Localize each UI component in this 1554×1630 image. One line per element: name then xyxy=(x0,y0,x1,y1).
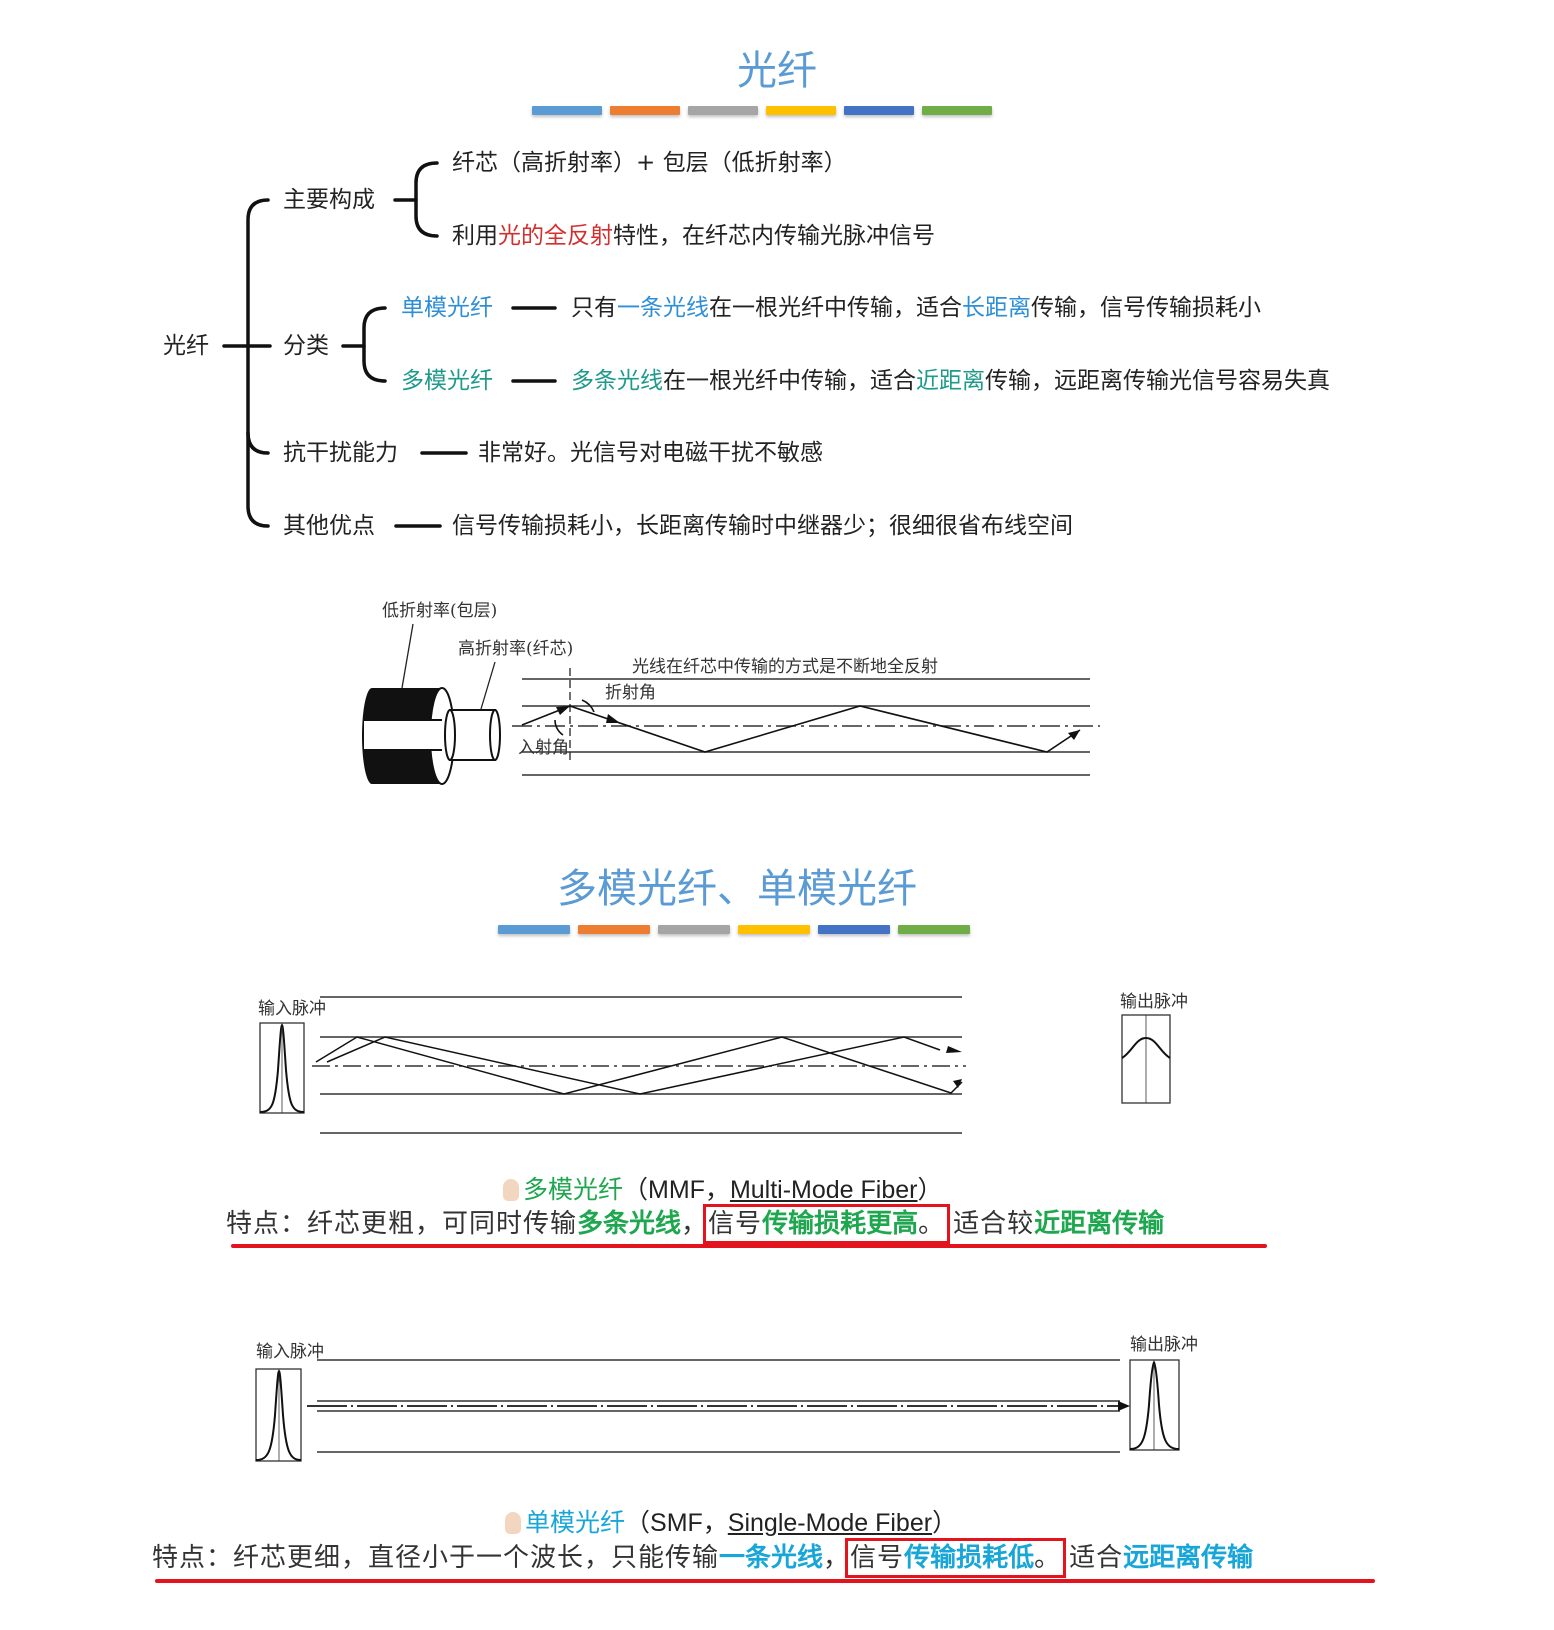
mindmap-root: 光纤 xyxy=(163,333,209,359)
mmf-name: 多模光纤 xyxy=(523,1175,624,1204)
smf-features: 特点：纤芯更细，直径小于一个波长，只能传输一条光线，信号传输损耗低。适合远距离传… xyxy=(152,1537,1254,1578)
mmf-abbr: （MMF， xyxy=(623,1176,730,1204)
highlight: 多条光线 xyxy=(571,368,663,394)
text: ） xyxy=(932,1509,958,1537)
boxed-loss-note: 信号传输损耗更高。 xyxy=(703,1204,951,1244)
text: 适合 xyxy=(1069,1543,1124,1573)
red-underline xyxy=(231,1244,1267,1248)
text: 特性，在纤芯内传输光脉冲信号 xyxy=(613,223,935,249)
input-pulse-label: 输入脉冲 xyxy=(258,999,326,1019)
color-bar xyxy=(922,106,992,115)
mmf-full-name: Multi-Mode Fiber xyxy=(729,1176,918,1204)
text: 信号 xyxy=(708,1209,763,1239)
output-pulse-label: 输出脉冲 xyxy=(1120,992,1188,1012)
pointing-hand-icon xyxy=(505,1512,521,1534)
branch-interference: 抗干扰能力 xyxy=(283,440,398,466)
color-bar xyxy=(532,106,602,115)
text: 特点：纤芯更细，直径小于一个波长，只能传输 xyxy=(152,1543,720,1573)
highlight: 一条光线 xyxy=(617,295,709,321)
color-bar xyxy=(688,106,758,115)
text: ） xyxy=(917,1176,943,1204)
color-bar xyxy=(818,925,890,934)
other-advantages-desc: 信号传输损耗小，长距离传输时中继器少；很细很省布线空间 xyxy=(452,513,1073,539)
mindmap-connectors xyxy=(222,161,557,528)
text: 。 xyxy=(918,1209,946,1239)
label-core: 高折射率(纤芯) xyxy=(458,639,573,659)
text: 特点：纤芯更粗，可同时传输 xyxy=(226,1209,578,1239)
text: 。 xyxy=(1034,1543,1062,1573)
mmf-features: 特点：纤芯更粗，可同时传输多条光线，信号传输损耗更高。适合较近距离传输 xyxy=(226,1203,1165,1244)
boxed-loss-note: 信号传输损耗低。 xyxy=(845,1538,1067,1578)
color-bar xyxy=(498,925,570,934)
smf-heading: 单模光纤（SMF，Single-Mode Fiber） xyxy=(505,1503,957,1539)
color-bar-divider xyxy=(498,925,970,934)
label-cladding: 低折射率(包层) xyxy=(382,601,497,621)
multi-mode-diagram: 输入脉冲 输出脉冲 xyxy=(258,992,1188,1134)
label-incidence-angle: 入射角 xyxy=(518,738,569,758)
color-bar-divider xyxy=(532,106,992,115)
diagram-caption: 光线在纤芯中传输的方式是不断地全反射 xyxy=(632,657,938,677)
section-title-mmf-smf: 多模光纤、单模光纤 xyxy=(557,866,917,912)
text: 传输，远距离传输光信号容易失真 xyxy=(985,368,1330,394)
red-underline xyxy=(155,1579,1375,1583)
color-bar xyxy=(898,925,970,934)
output-pulse-label: 输出脉冲 xyxy=(1130,1335,1198,1355)
highlight: 近距离 xyxy=(916,368,985,394)
color-bar xyxy=(738,925,810,934)
highlight: 传输损耗低 xyxy=(904,1543,1035,1573)
smf-full-name: Single-Mode Fiber xyxy=(727,1509,933,1537)
single-mode-diagram: 输入脉冲 输出脉冲 xyxy=(255,1335,1198,1462)
text: 在一根光纤中传输，适合 xyxy=(709,295,962,321)
text: 信号 xyxy=(850,1543,905,1573)
input-pulse-label: 输入脉冲 xyxy=(256,1342,324,1362)
text: ， xyxy=(823,1543,851,1573)
branch-classification: 分类 xyxy=(283,333,329,359)
color-bar xyxy=(578,925,650,934)
branch-other-advantages: 其他优点 xyxy=(283,513,375,539)
branch-composition: 主要构成 xyxy=(283,187,375,213)
mmf-heading: 多模光纤（MMF，Multi-Mode Fiber） xyxy=(503,1170,943,1206)
highlight: 近距离传输 xyxy=(1034,1209,1165,1239)
text: ， xyxy=(681,1209,709,1239)
text: 在一根光纤中传输，适合 xyxy=(663,368,916,394)
class-single-mode: 单模光纤 xyxy=(401,295,493,321)
composition-item-principle: 利用光的全反射特性，在纤芯内传输光脉冲信号 xyxy=(452,221,935,251)
highlight: 多条光线 xyxy=(577,1209,682,1239)
composition-item-structure: 纤芯（高折射率）+ 包层（低折射率） xyxy=(452,150,847,176)
pointing-hand-icon xyxy=(503,1179,519,1201)
color-bar xyxy=(844,106,914,115)
interference-desc: 非常好。光信号对电磁干扰不敏感 xyxy=(478,440,823,466)
highlight: 长距离 xyxy=(962,295,1031,321)
color-bar xyxy=(658,925,730,934)
text: 利用 xyxy=(452,223,498,249)
label-refraction-angle: 折射角 xyxy=(605,683,656,703)
highlight-total-reflection: 光的全反射 xyxy=(498,223,613,249)
multi-mode-desc: 多条光线在一根光纤中传输，适合近距离传输，远距离传输光信号容易失真 xyxy=(571,366,1330,396)
text: 只有 xyxy=(571,295,617,321)
smf-name: 单模光纤 xyxy=(525,1508,626,1537)
total-reflection-diagram: 低折射率(包层) 高折射率(纤芯) 光线在纤芯中传输的方式是不断地全反射 折射角… xyxy=(362,601,1100,785)
smf-abbr: （SMF， xyxy=(625,1509,728,1537)
highlight: 传输损耗更高 xyxy=(762,1209,919,1239)
class-multi-mode: 多模光纤 xyxy=(401,368,493,394)
color-bar xyxy=(766,106,836,115)
section-title-fiber: 光纤 xyxy=(737,48,817,94)
highlight: 一条光线 xyxy=(719,1543,824,1573)
text: 适合较 xyxy=(953,1209,1035,1239)
highlight: 远距离传输 xyxy=(1123,1543,1254,1573)
single-mode-desc: 只有一条光线在一根光纤中传输，适合长距离传输，信号传输损耗小 xyxy=(571,293,1261,323)
text: 传输，信号传输损耗小 xyxy=(1031,295,1261,321)
color-bar xyxy=(610,106,680,115)
